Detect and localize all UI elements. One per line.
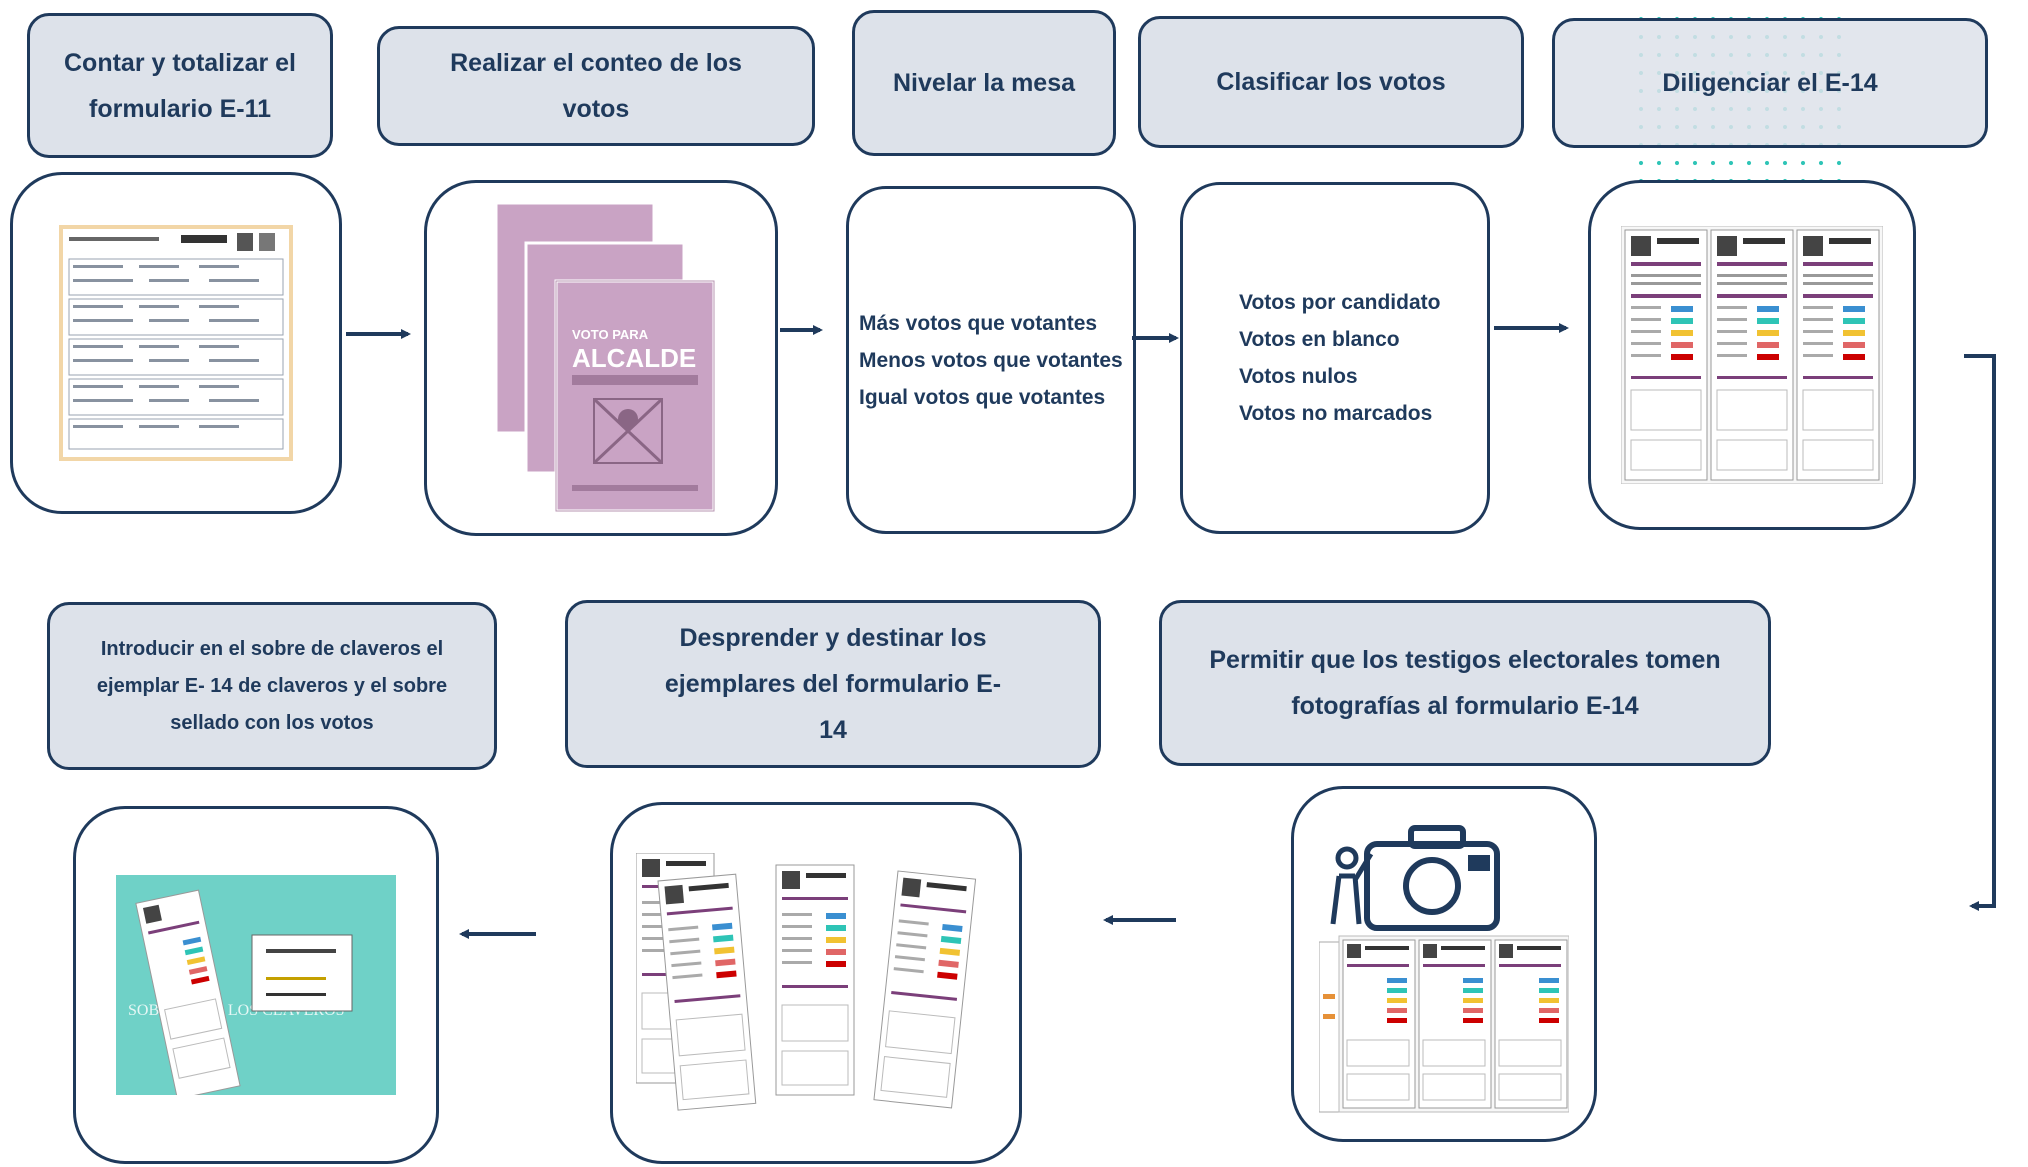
nivelar-option: Más votos que votantes xyxy=(859,311,1098,335)
step-diligenciar-label: Diligenciar el E-14 xyxy=(1552,18,1988,148)
nivelar-option: Igual votos que votantes xyxy=(859,385,1106,409)
step-clasificar-text: Clasificar los votos xyxy=(1216,68,1446,96)
arrow-wrap xyxy=(1964,354,1996,911)
step-diligenciar-text: Diligenciar el E-14 xyxy=(1662,69,1878,97)
step-clasificar-label: Clasificar los votos xyxy=(1138,16,1524,148)
ballot-top-text: VOTO PARA xyxy=(572,327,649,342)
step-nivelar-text: Nivelar la mesa xyxy=(892,69,1076,97)
nivelar-options-list: Más votos que votantes Menos votos que v… xyxy=(859,305,1123,416)
photo-image-box xyxy=(1291,786,1597,1142)
camera-icon xyxy=(1364,825,1500,931)
step-desprender-label: Desprender y destinar los ejemplares del… xyxy=(565,600,1101,768)
envelope-image-box: SOBRE PARA LOS CLAVEROS xyxy=(73,806,439,1164)
clasificar-option: Votos en blanco xyxy=(1239,328,1400,351)
step-conteo-label: Realizar el conteo de los votos xyxy=(377,26,815,146)
person-pointing-icon xyxy=(1330,846,1374,925)
nivelar-option: Menos votos que votantes xyxy=(859,348,1123,372)
e14-copies-image-box xyxy=(610,802,1022,1164)
nivelar-options-box: Más votos que votantes Menos votos que v… xyxy=(846,186,1136,534)
e11-form-image-box xyxy=(10,172,342,514)
e14-copies-image xyxy=(636,853,977,1111)
step-contar-text: Contar y totalizar el formulario E-11 xyxy=(64,48,296,123)
step-conteo-text: Realizar el conteo de los votos xyxy=(450,49,742,123)
clasificar-options-box: Votos por candidato Votos en blanco Voto… xyxy=(1180,182,1490,534)
step-nivelar-label: Nivelar la mesa xyxy=(852,10,1116,156)
ballots-image-box: VOTO PARA ALCALDE xyxy=(424,180,778,536)
step-permitir-text: Permitir que los testigos electorales to… xyxy=(1209,646,1721,720)
step-introducir-text: Introducir en el sobre de claveros el ej… xyxy=(96,637,448,734)
step-desprender-text: Desprender y destinar los ejemplares del… xyxy=(664,624,1002,744)
ballot-title-text: ALCALDE xyxy=(572,343,696,373)
clasificar-options-list: Votos por candidato Votos en blanco Voto… xyxy=(1239,284,1440,432)
step-introducir-label: Introducir en el sobre de claveros el ej… xyxy=(47,602,497,770)
step-permitir-label: Permitir que los testigos electorales to… xyxy=(1159,600,1771,766)
clasificar-option: Votos no marcados xyxy=(1239,402,1433,425)
envelope-image: SOBRE PARA LOS CLAVEROS xyxy=(116,875,396,1095)
e14-form-image-box xyxy=(1588,180,1916,530)
step-contar-label: Contar y totalizar el formulario E-11 xyxy=(27,13,333,158)
clasificar-option: Votos nulos xyxy=(1239,365,1358,388)
clasificar-option: Votos por candidato xyxy=(1239,291,1441,314)
photo-image xyxy=(1319,825,1569,1113)
e11-form-image xyxy=(59,225,293,461)
ballots-image: VOTO PARA ALCALDE xyxy=(494,203,716,513)
e14-form-image xyxy=(1621,226,1883,484)
